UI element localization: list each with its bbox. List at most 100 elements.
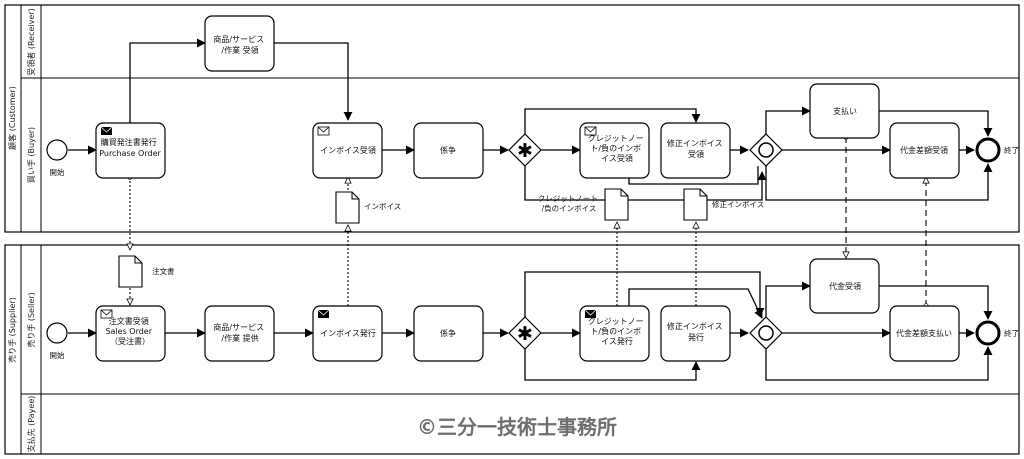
svg-text:修正インボイス 発行: 修正インボイス 発行	[667, 321, 725, 342]
task-line: 代金差額支払い	[896, 328, 952, 338]
task-line: 商品/サービス	[213, 34, 264, 44]
task-line: 発行	[688, 332, 704, 342]
task-line: 代金差額受領	[900, 145, 948, 155]
flow-payment-receive-to-end	[879, 285, 993, 320]
document-icon-corrected-invoice: 修正インボイス	[683, 188, 764, 221]
task-provide-goods[interactable]: 商品/サービス /作業 提供	[204, 305, 275, 362]
task-line: イス受領	[601, 153, 633, 163]
flow-gw2-down-to-end	[765, 163, 993, 201]
send-message-icon	[584, 309, 597, 318]
flow-credit-issue-to-gw4	[628, 288, 763, 319]
buyer-end-event	[975, 137, 1001, 163]
svg-text:購買発注書発行 Purchase Order: 購買発注書発行 Purchase Order	[99, 137, 161, 158]
asterisk-icon: ✱	[517, 140, 533, 162]
svg-text:クレジットノー ト/負のインボ: クレジットノー ト/負のインボ イス受領	[588, 134, 647, 163]
svg-text:商品/サービス /作業 受領: 商品/サービス /作業 受領	[213, 34, 266, 55]
flow-gw4-to-payment-receive	[765, 281, 811, 318]
document-label-credit-note: /負のインボイス	[542, 203, 597, 213]
task-sales-order[interactable]: 注文書受領 Sales Order （受注書）	[95, 305, 166, 362]
flow-gw2-to-payment	[765, 106, 811, 134]
svg-text:クレジットノート /負のインボイス: クレジットノート /負のインボイス	[538, 194, 600, 213]
seller-start-event	[46, 322, 68, 344]
complex-gateway-buyer: ✱	[508, 133, 542, 167]
task-line: 注文書受領	[109, 316, 149, 326]
inclusive-gateway-seller	[749, 316, 783, 350]
events: 開始 終了 開始 終了	[46, 137, 1019, 360]
flow-receive-goods-to-invoice	[274, 42, 353, 121]
task-line: 係争	[440, 328, 456, 338]
document-icon-order: 注文書	[118, 255, 175, 288]
tasks: 商品/サービス /作業 受領 購買発注書発行 Purchase Order イン…	[95, 15, 960, 362]
task-line: /作業 受領	[221, 45, 258, 55]
seller-start-label: 開始	[50, 350, 65, 360]
svg-text:クレジットノー ト/負のインボ: クレジットノー ト/負のインボ イス発行	[588, 317, 647, 346]
asterisk-icon: ✱	[517, 323, 533, 345]
inclusive-gateway-buyer	[749, 133, 783, 167]
buyer-start-label: 開始	[50, 167, 65, 177]
buyer-end-label: 終了	[1004, 145, 1019, 155]
flow-payment-to-end	[879, 110, 993, 137]
task-line: クレジットノー	[588, 317, 644, 326]
lane-label-receiver: 受領者 (Receiver)	[26, 8, 36, 75]
task-line: ト/負のインボ	[590, 143, 641, 153]
task-dispute-buyer[interactable]: 係争	[413, 122, 484, 179]
gateways: ✱ ✱	[508, 133, 783, 350]
seller-end-event	[975, 320, 1001, 346]
send-message-icon	[317, 309, 330, 318]
pool-label-supplier: 売り手 (Supplier)	[7, 297, 17, 363]
document-icon-invoice: インボイス	[335, 191, 401, 224]
task-line: 修正インボイス	[667, 321, 723, 331]
document-label-credit-note: クレジットノート	[538, 194, 598, 203]
task-invoice-issue[interactable]: インボイス発行	[312, 305, 383, 362]
send-message-icon	[100, 126, 113, 135]
pool-customer: 顧客 (Customer) 受領者 (Receiver) 買い手 (Buyer)	[4, 4, 1020, 233]
task-line: Purchase Order	[99, 149, 161, 158]
task-line: インボイス発行	[320, 328, 376, 338]
lane-label-buyer: 買い手 (Buyer)	[26, 127, 36, 183]
task-line: 購買発注書発行	[101, 137, 157, 147]
task-corrected-invoice-receive[interactable]: 修正インボイス 受領	[660, 122, 731, 179]
flow-gw3-down	[524, 348, 701, 381]
document-label-corrected-invoice: 修正インボイス	[712, 199, 764, 209]
sequence-flows	[68, 38, 993, 381]
document-icon-credit-note: クレジットノート /負のインボイス	[538, 188, 629, 221]
message-flows	[130, 137, 926, 306]
task-corrected-invoice-issue[interactable]: 修正インボイス 発行	[660, 305, 731, 362]
receive-message-icon	[317, 126, 330, 136]
task-line: 支払い	[833, 106, 857, 116]
svg-text:修正インボイス 受領: 修正インボイス 受領	[667, 138, 725, 159]
task-line: 係争	[440, 145, 456, 155]
lane-label-seller: 売り手 (Seller)	[26, 292, 36, 347]
complex-gateway-seller: ✱	[508, 316, 542, 350]
watermark: ©三分一技術士事務所	[417, 415, 617, 439]
task-line: Sales Order	[105, 327, 152, 336]
task-credit-note-issue[interactable]: クレジットノー ト/負のインボ イス発行	[579, 305, 650, 362]
lane-label-payee: 支払先 (Payee)	[26, 396, 36, 453]
task-purchase-order[interactable]: 購買発注書発行 Purchase Order	[95, 122, 166, 179]
task-line: 代金受領	[829, 281, 861, 291]
flow-gw4-down-to-end	[765, 346, 993, 381]
receive-message-icon	[584, 126, 597, 136]
task-line: /作業 提供	[221, 333, 258, 343]
task-balance-receive[interactable]: 代金差額受領	[889, 122, 960, 179]
task-receive-goods[interactable]: 商品/サービス /作業 受領	[204, 15, 275, 72]
pool-label-customer: 顧客 (Customer)	[7, 86, 17, 150]
task-credit-note-receive[interactable]: クレジットノー ト/負のインボ イス受領	[579, 122, 650, 179]
task-payment[interactable]: 支払い	[809, 83, 880, 139]
flow-gw1-down	[524, 166, 767, 201]
task-payment-receive[interactable]: 代金受領	[809, 258, 880, 314]
task-invoice-receive[interactable]: インボイス受領	[312, 122, 383, 179]
data-objects: インボイス 注文書 クレジットノート /負のインボイス 修正インボイス	[118, 188, 764, 288]
task-line: 受領	[688, 149, 704, 159]
buyer-start-event	[46, 139, 68, 161]
task-line: イス発行	[601, 336, 633, 346]
document-label-order: 注文書	[152, 266, 175, 276]
task-line: ト/負のインボ	[590, 326, 641, 336]
receive-message-icon	[100, 309, 113, 319]
task-line: クレジットノー	[588, 134, 644, 143]
task-balance-pay[interactable]: 代金差額支払い	[889, 305, 960, 362]
task-line: 商品/サービス	[213, 322, 264, 332]
task-dispute-seller[interactable]: 係争	[413, 305, 484, 362]
flow-gw1-to-corrected	[524, 108, 701, 135]
